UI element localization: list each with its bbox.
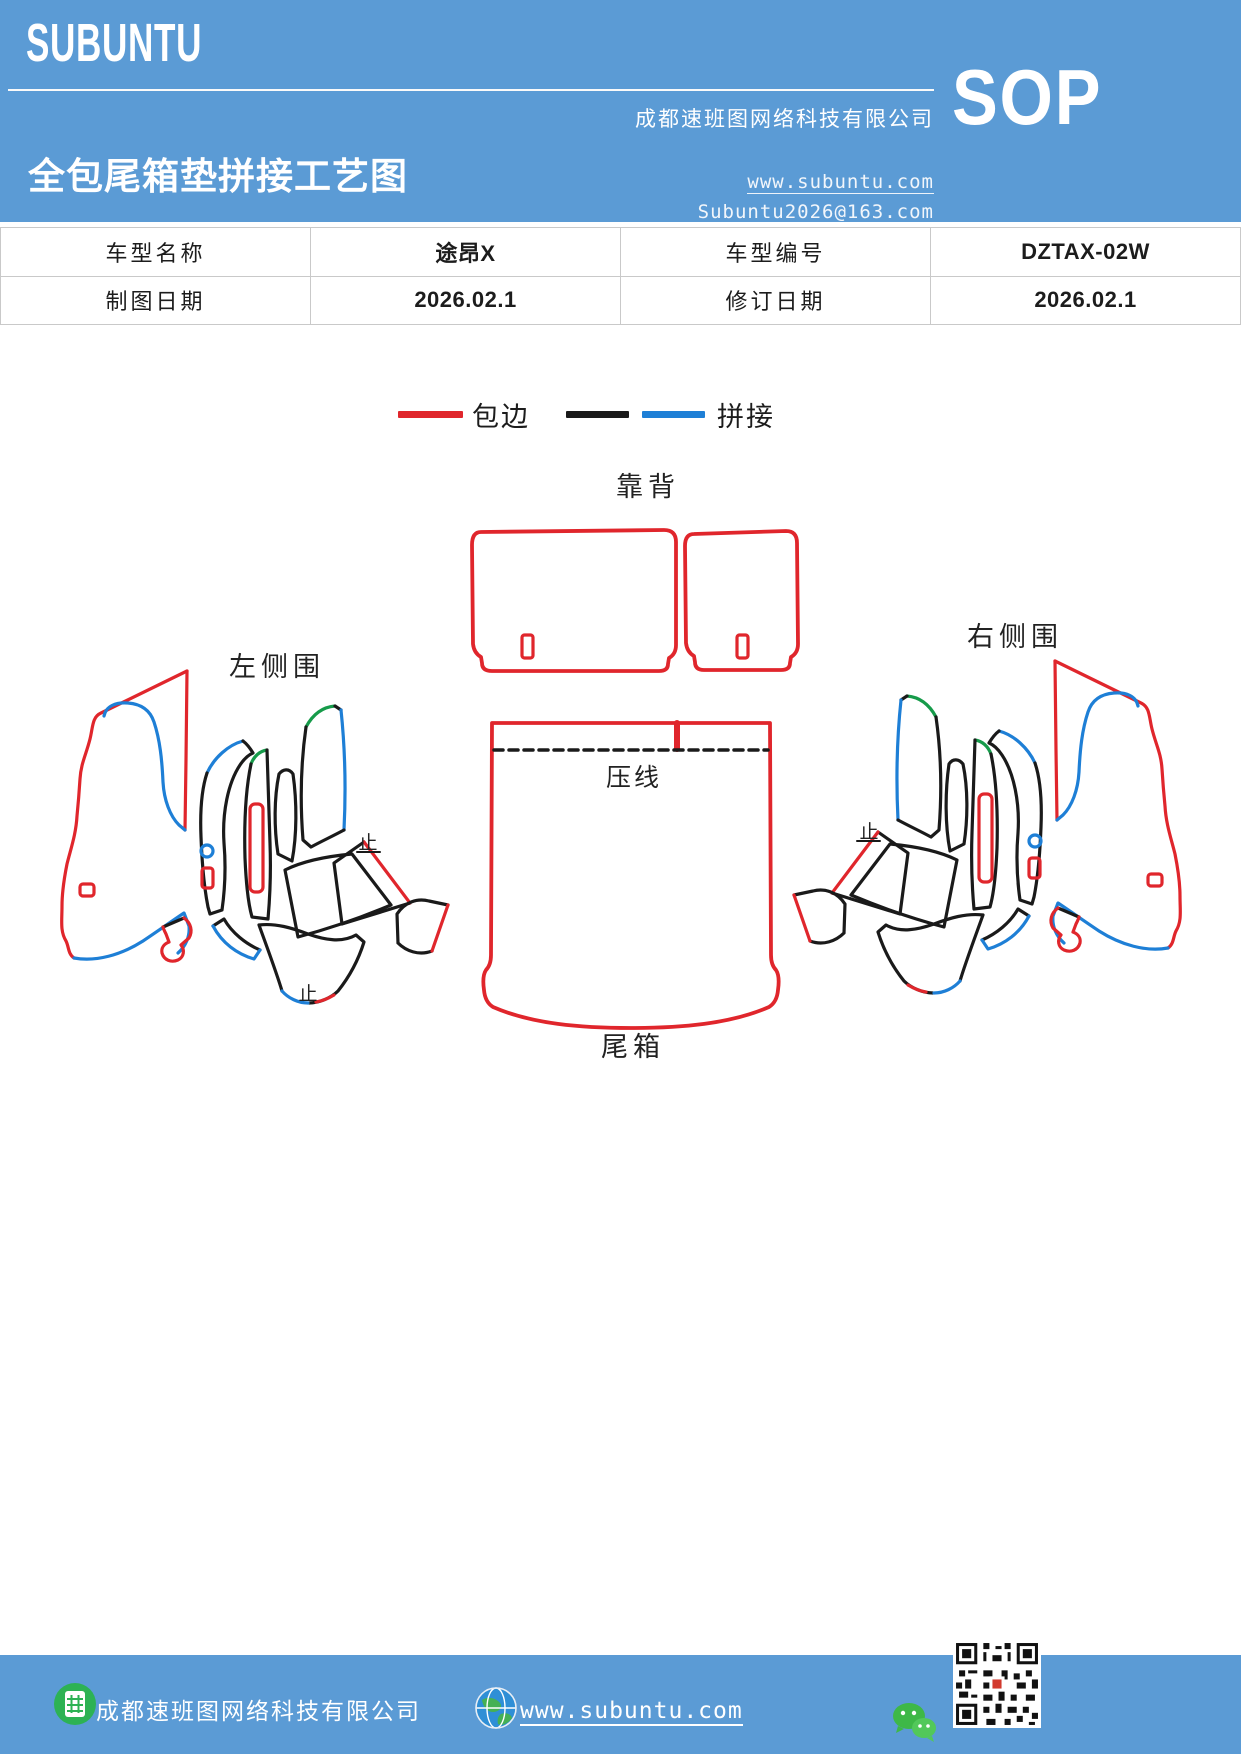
side-boot-piece <box>160 916 193 963</box>
left-side-label: 左侧围 <box>229 652 325 682</box>
trunk-label: 尾箱 <box>601 1032 665 1062</box>
legend: 包边 拼接 <box>398 396 775 432</box>
trunk-mat-diagram: 靠背 左侧围 右侧围 压线 尾箱 <box>60 472 1182 1062</box>
side-piece-top <box>299 704 347 849</box>
vehicle-info-table: 车型名称 途昂X 车型编号 DZTAX-02W 制图日期 2026.02.1 修… <box>0 227 1241 325</box>
draw-date-value: 2026.02.1 <box>310 275 621 325</box>
side-triangle-piece <box>395 898 450 955</box>
side-crescent-small <box>211 917 262 961</box>
table-row: 制图日期 2026.02.1 修订日期 2026.02.1 <box>0 275 1241 325</box>
backrest-right-piece <box>683 529 800 672</box>
model-code-value: DZTAX-02W <box>930 227 1241 277</box>
sop-label: SOP <box>952 53 1103 141</box>
draw-date-label: 制图日期 <box>0 275 311 325</box>
side-strip-2 <box>243 748 272 921</box>
legend-edge-swatch <box>398 410 463 418</box>
left-side-pieces <box>60 669 450 1005</box>
stop-mark-left-lower: 止 <box>298 983 317 1005</box>
qr-code <box>953 1640 1041 1728</box>
stop-marks: 止 止 止 <box>298 821 881 1005</box>
side-panel-large <box>60 669 191 961</box>
globe-icon <box>475 1687 517 1729</box>
side-crescent-2 <box>273 768 298 863</box>
trunk-mat-piece <box>481 720 781 1030</box>
stop-mark-left-upper: 止 <box>358 832 377 854</box>
building-icon <box>54 1683 96 1725</box>
model-name-label: 车型名称 <box>0 227 311 277</box>
legend-splice-blue-swatch <box>642 410 705 418</box>
backrest-label: 靠背 <box>616 472 680 502</box>
footer-company-name: 成都速班图网络科技有限公司 <box>96 1699 421 1724</box>
backrest-right-slot <box>735 633 750 660</box>
revise-date-value: 2026.02.1 <box>930 275 1241 325</box>
legend-splice-black-swatch <box>566 410 629 418</box>
revise-date-label: 修订日期 <box>620 275 931 325</box>
header-divider-line <box>8 89 934 91</box>
footer-website-link[interactable]: www.subuntu.com <box>520 1698 743 1726</box>
stop-mark-right: 止 <box>859 821 878 843</box>
side-quad-large <box>283 852 393 939</box>
model-code-label: 车型编号 <box>620 227 931 277</box>
model-name-value: 途昂X <box>310 227 621 277</box>
right-side-pieces <box>792 659 1182 995</box>
company-name: 成都速班图网络科技有限公司 <box>635 107 934 131</box>
legend-splice-label: 拼接 <box>717 401 775 432</box>
right-side-label: 右侧围 <box>967 622 1063 652</box>
subuntu-logo: SUBUNTU <box>26 13 203 73</box>
page-title: 全包尾箱垫拼接工艺图 <box>28 157 408 198</box>
email-address[interactable]: Subuntu2026@163.com <box>697 201 934 223</box>
legend-edge-label: 包边 <box>472 401 530 432</box>
crease-label: 压线 <box>606 764 662 792</box>
wechat-icon <box>893 1703 936 1742</box>
header-banner: SUBUNTU 全包尾箱垫拼接工艺图 成都速班图网络科技有限公司 SOP www… <box>0 0 1241 223</box>
backrest-left-piece <box>470 528 678 673</box>
backrest-left-slot <box>520 633 535 660</box>
side-strip-1 <box>199 739 255 916</box>
website-link[interactable]: www.subuntu.com <box>747 171 934 194</box>
table-row: 车型名称 途昂X 车型编号 DZTAX-02W <box>0 227 1241 277</box>
side-piece-bottom <box>257 922 366 1005</box>
